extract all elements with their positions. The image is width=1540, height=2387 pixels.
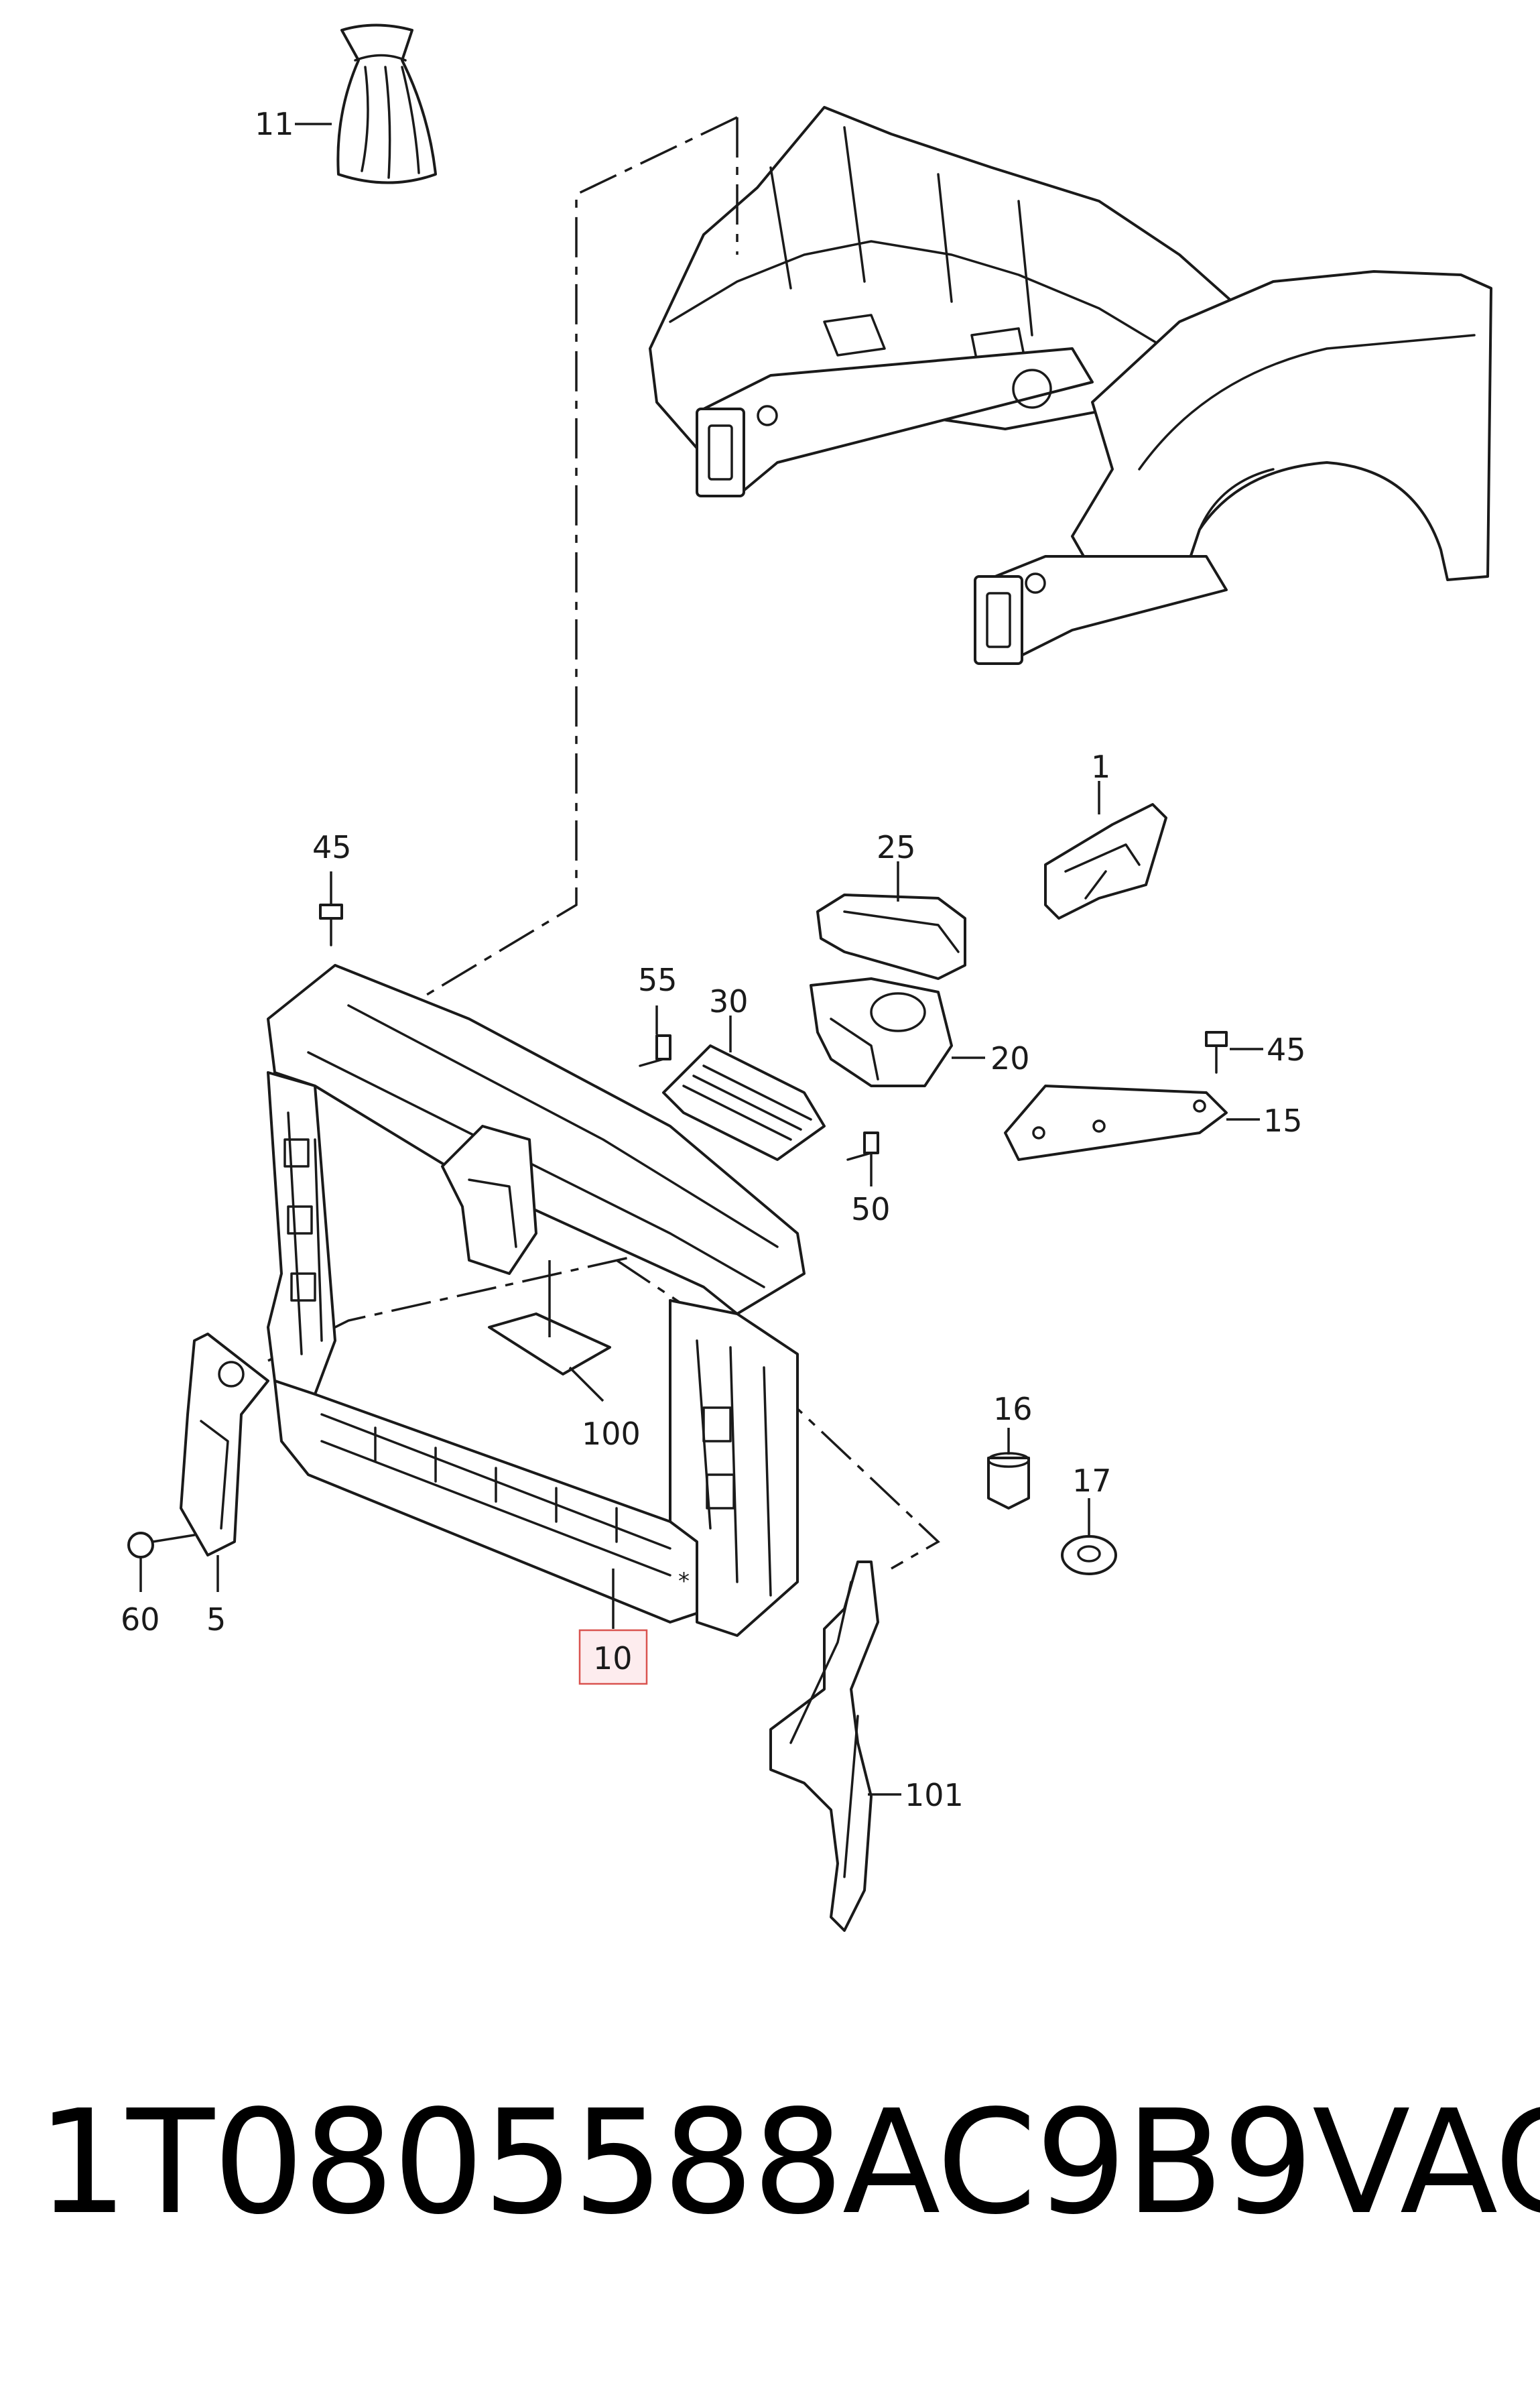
part-caption: 1T0805588AC9B9 VAG [37,2079,1540,2246]
callout-100: 100 [582,1416,641,1452]
callout-20: 20 [990,1040,1030,1077]
callout-50: 50 [851,1191,891,1227]
callout-25: 25 [877,829,916,865]
callout-5: 5 [206,1601,226,1638]
callout-45-right: 45 [1267,1032,1306,1068]
part-number: 1T0805588AC9B9 [37,2079,1313,2246]
asterisk-mark: * [678,1568,690,1595]
callout-11: 11 [255,106,294,142]
part-17-washer [1061,1535,1117,1575]
screw-50 [846,1131,879,1161]
callout-16: 16 [993,1391,1033,1427]
callout-60: 60 [121,1601,160,1638]
callout-15: 15 [1263,1103,1303,1139]
part-20-bracket [810,977,953,1087]
dash-line-top [408,116,738,1007]
part-5-side-bracket [180,1333,269,1556]
part-100-label-plate [488,1260,611,1402]
brand-name: VAG [1312,2079,1540,2246]
callout-45-left: 45 [312,829,352,865]
part-1-air-guide [1044,803,1167,920]
callout-30: 30 [709,983,749,1020]
part-60-bolt [127,1532,196,1558]
part-11-grease-bag [336,23,437,184]
part-15-support-bracket [1004,1085,1228,1161]
part-101-air-duct [769,1560,879,1932]
callout-10: 10 [593,1640,633,1676]
callout-10-highlight [578,1629,648,1685]
screw-55 [639,1034,671,1067]
part-25-cover [816,894,966,980]
screw-45-right [1205,1031,1228,1074]
body-structure-upper [649,106,1492,665]
callout-17: 17 [1072,1463,1112,1499]
part-30-grille-insert [662,1044,826,1161]
dash-line-right [616,1259,940,1570]
screw-45-left [319,904,343,946]
callout-101: 101 [905,1777,964,1813]
part-10-lock-carrier [267,964,806,1637]
callout-1: 1 [1091,749,1110,785]
callout-55: 55 [638,962,678,998]
part-16-nut [987,1452,1030,1510]
